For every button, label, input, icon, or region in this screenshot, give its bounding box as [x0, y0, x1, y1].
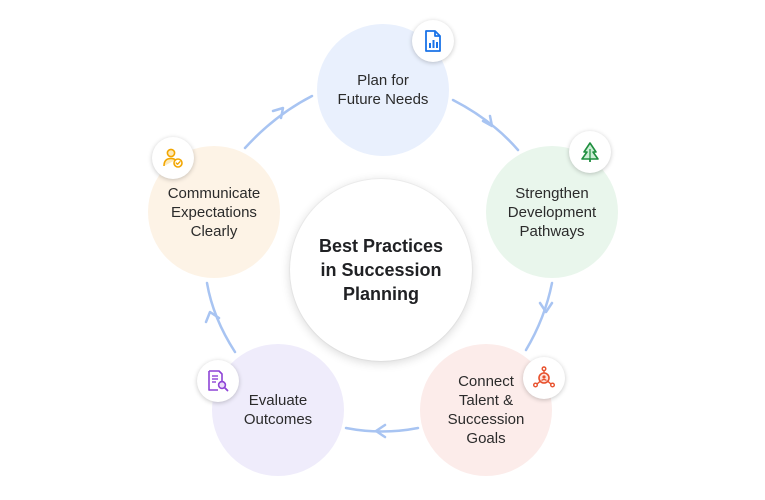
pine-tree-icon [569, 131, 611, 173]
arrow-evaluate-to-communicate [205, 281, 237, 354]
arrow-plan-to-strengthen [451, 98, 520, 152]
document-search-icon [197, 360, 239, 402]
step-evaluate-outcomes: Evaluate Outcomes [212, 344, 344, 476]
document-chart-icon [412, 20, 454, 62]
network-hub-icon [523, 357, 565, 399]
center-title: Best Practices in Succession Planning [318, 236, 444, 304]
step-label: Evaluate Outcomes [243, 392, 313, 428]
step-label: Plan for Future Needs [337, 72, 429, 108]
user-check-icon [152, 137, 194, 179]
step-label: Strengthen Development Pathways [507, 184, 597, 240]
arrow-connect-to-evaluate [344, 426, 420, 433]
arrow-strengthen-to-connect [524, 281, 554, 352]
step-label: Connect Talent & Succession Goals [447, 373, 525, 447]
center-hub: Best Practices in Succession Planning [290, 179, 472, 361]
arrow-communicate-to-plan [243, 94, 314, 150]
step-label: Communicate Expectations Clearly [167, 184, 261, 240]
